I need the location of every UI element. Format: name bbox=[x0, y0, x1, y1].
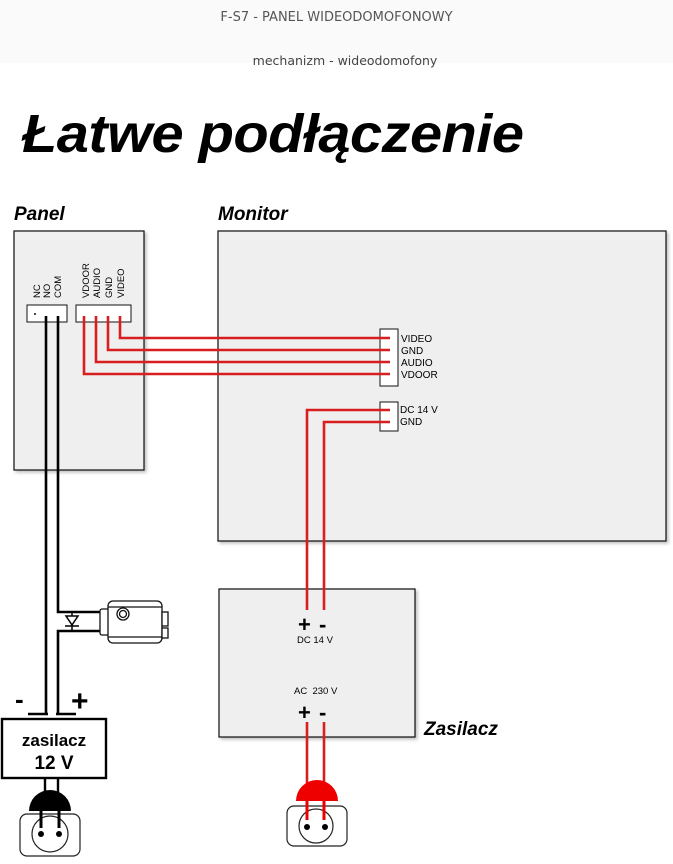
wire-lock-return bbox=[56, 629, 100, 714]
socket-panel-hole-right bbox=[56, 831, 62, 837]
panel-supply-plus: + bbox=[71, 685, 89, 718]
monitor-box bbox=[217, 230, 667, 542]
zasilacz-label: Zasilacz bbox=[423, 719, 498, 740]
socket-monitor-hole-right bbox=[322, 824, 328, 830]
signal-wires bbox=[82, 316, 390, 376]
socket-panel-hole-left bbox=[38, 831, 44, 837]
panel-supply-line1: zasilacz bbox=[22, 731, 86, 750]
wire-com bbox=[56, 316, 100, 614]
supply-input-label: AC 230 V bbox=[294, 686, 338, 697]
terminal-no-label: NO bbox=[42, 284, 53, 298]
wire-dc-minus bbox=[322, 420, 390, 610]
terminal-video-label: VIDEO bbox=[116, 268, 127, 298]
page-subtitle: mechanizm - wideodomofony bbox=[252, 53, 438, 68]
diagram-heading: Łatwe podłączenie bbox=[22, 104, 524, 164]
monitor-label: Monitor bbox=[218, 204, 289, 225]
lock-wires bbox=[44, 316, 100, 714]
terminal-nc-label: NC bbox=[32, 284, 43, 298]
plug-monitor-icon bbox=[296, 780, 338, 801]
wire-dc-plus bbox=[305, 408, 390, 610]
monitor-terminal-power-gnd-label: GND bbox=[400, 417, 422, 428]
terminal-nc-pin bbox=[34, 313, 36, 315]
monitor-terminal-audio-label: AUDIO bbox=[401, 358, 433, 369]
panel-12v-supply: - + zasilacz 12 V bbox=[0, 684, 108, 795]
wire-gnd bbox=[106, 316, 390, 352]
supply-in-plus: + bbox=[298, 700, 311, 725]
ac-wires bbox=[305, 722, 326, 790]
panel-terminal-block-signal bbox=[75, 304, 132, 323]
monitor-terminal-gnd-label: GND bbox=[401, 346, 423, 357]
panel-supply-box bbox=[0, 717, 108, 780]
page-title: F-S7 - PANEL WIDEODOMOFONOWY bbox=[220, 10, 453, 25]
electric-lock-icon bbox=[99, 600, 169, 644]
terminal-com-label: COM bbox=[53, 276, 64, 298]
socket-monitor-hole-left bbox=[304, 824, 310, 830]
panel-terminal-labels-right: VDOOR AUDIO GND VIDEO bbox=[81, 263, 127, 298]
terminal-audio-label: AUDIO bbox=[92, 268, 103, 298]
plug-panel-icon bbox=[29, 790, 71, 811]
socket-panel-face bbox=[31, 815, 69, 853]
monitor-power-wires bbox=[305, 408, 390, 610]
header-band bbox=[0, 0, 673, 63]
monitor-signal-terminal-block bbox=[379, 328, 399, 387]
monitor-terminal-video-label: VIDEO bbox=[401, 334, 432, 345]
panel-supply-line2: 12 V bbox=[34, 753, 73, 774]
monitor-terminal-vdoor-label: VDOOR bbox=[401, 370, 438, 381]
wire-vdoor bbox=[82, 316, 390, 376]
monitor-plug-socket bbox=[286, 780, 348, 847]
diode-icon bbox=[64, 612, 80, 631]
panel-supply-minus: - bbox=[15, 684, 24, 714]
supply-in-minus: - bbox=[319, 700, 326, 725]
wire-video bbox=[118, 316, 390, 340]
supply-out-minus: - bbox=[319, 612, 326, 637]
monitor-power-supply-box bbox=[218, 588, 416, 738]
terminal-gnd-label: GND bbox=[104, 277, 115, 298]
monitor-terminal-dc14v-label: DC 14 V bbox=[400, 405, 438, 416]
monitor-power-terminal-block bbox=[379, 401, 399, 432]
supply-output-label: DC 14 V bbox=[297, 635, 334, 646]
wire-audio bbox=[94, 316, 390, 364]
panel-label: Panel bbox=[14, 204, 65, 225]
panel-plug-socket bbox=[19, 790, 81, 857]
supply-out-plus: + bbox=[298, 612, 311, 637]
socket-monitor-face bbox=[298, 808, 334, 844]
terminal-vdoor-label: VDOOR bbox=[81, 263, 92, 298]
panel-terminal-labels-left: NC NO COM bbox=[32, 276, 64, 298]
